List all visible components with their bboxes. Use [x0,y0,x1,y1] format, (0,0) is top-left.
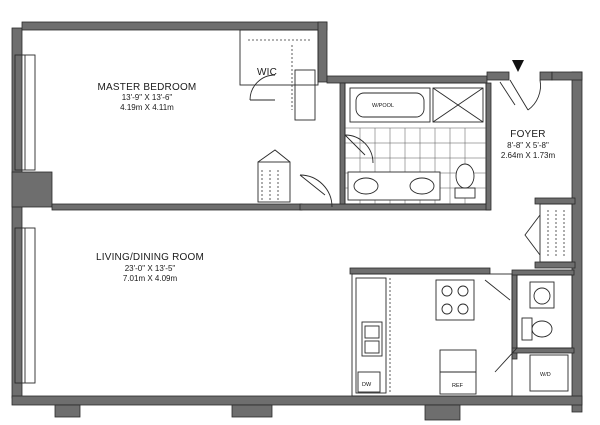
bath2-north-wall [511,269,575,276]
bedroom-east-wall [317,21,328,83]
north-wall-bedroom [21,21,328,31]
windows [14,54,36,384]
bathroom: W/POOL [344,82,487,205]
bath-south-wall [299,203,491,211]
east-wall-top [551,71,583,81]
refrigerator-label: REF [452,383,464,389]
kitchen-counter [355,277,387,394]
master-bedroom-dim-imperial: 13'-9" X 13'-6" [122,93,173,102]
kitchen: DW REF [351,273,513,397]
north-wall-foyer [486,71,510,81]
tub-label: W/POOL [372,103,394,109]
column-left [11,171,53,208]
tub [349,87,431,123]
master-bedroom-name: MASTER BEDROOM [98,82,197,93]
bedroom-south-wall [51,203,303,211]
north-wall-bath [326,75,488,84]
toilet [454,163,476,199]
washer-dryer-label: W/D [540,372,551,378]
sink-left [353,177,379,195]
foyer-dim-metric: 2.64m X 1.73m [501,151,556,160]
column-1 [54,404,81,418]
bedroom-closet [257,149,291,203]
living-dining-label: LIVING/DINING ROOM 23'-0" X 13'-5" 7.01m… [96,252,204,283]
column-3 [424,404,461,421]
column-2 [231,404,273,418]
wic-label: WIC [257,67,277,78]
living-dining-dim-metric: 7.01m X 4.09m [123,274,178,283]
sink-right [409,177,435,195]
foyer-closet [524,203,573,263]
bath-west-wall [339,82,346,205]
dishwasher-label: DW [362,382,372,388]
cooktop [435,279,475,321]
dishwasher [357,371,381,393]
walk-in-closet [239,29,319,121]
master-bedroom-label: MASTER BEDROOM 13'-9" X 13'-6" 4.19m X 4… [98,82,197,112]
laundry-north-wall [511,347,575,354]
foyer-dim-imperial: 8'-8" X 5'-8" [507,141,549,150]
living-dining-dim-imperial: 23'-0" X 13'-5" [125,264,176,273]
master-bedroom-dim-metric: 4.19m X 4.11m [120,103,174,112]
east-wall [571,71,583,413]
entry-jamb [539,71,553,81]
washer-dryer: W/D [529,354,569,392]
foyer [499,60,541,111]
south-wall [11,395,583,406]
exterior-walls [11,21,583,421]
foyer-label: FOYER 8'-8" X 5'-8" 2.64m X 1.73m [501,129,556,160]
bathroom-2 [494,274,573,373]
west-wall [11,27,23,399]
bedroom-door [299,174,333,208]
bath-room [344,82,487,205]
kitchen-north-wall [349,267,491,275]
closet-wall-2 [534,261,576,269]
entry-door [509,79,541,111]
kitchen-sink [361,321,383,357]
foyer-name: FOYER [510,129,545,140]
foyer-west-wall [485,82,492,211]
entry-marker-icon [512,60,524,72]
shower [432,87,484,123]
living-dining-name: LIVING/DINING ROOM [96,252,204,263]
sink-2 [529,281,555,309]
toilet-2 [521,317,553,341]
bath2-west-wall [511,273,518,360]
closet-wall [534,197,576,205]
vanity [347,171,441,201]
